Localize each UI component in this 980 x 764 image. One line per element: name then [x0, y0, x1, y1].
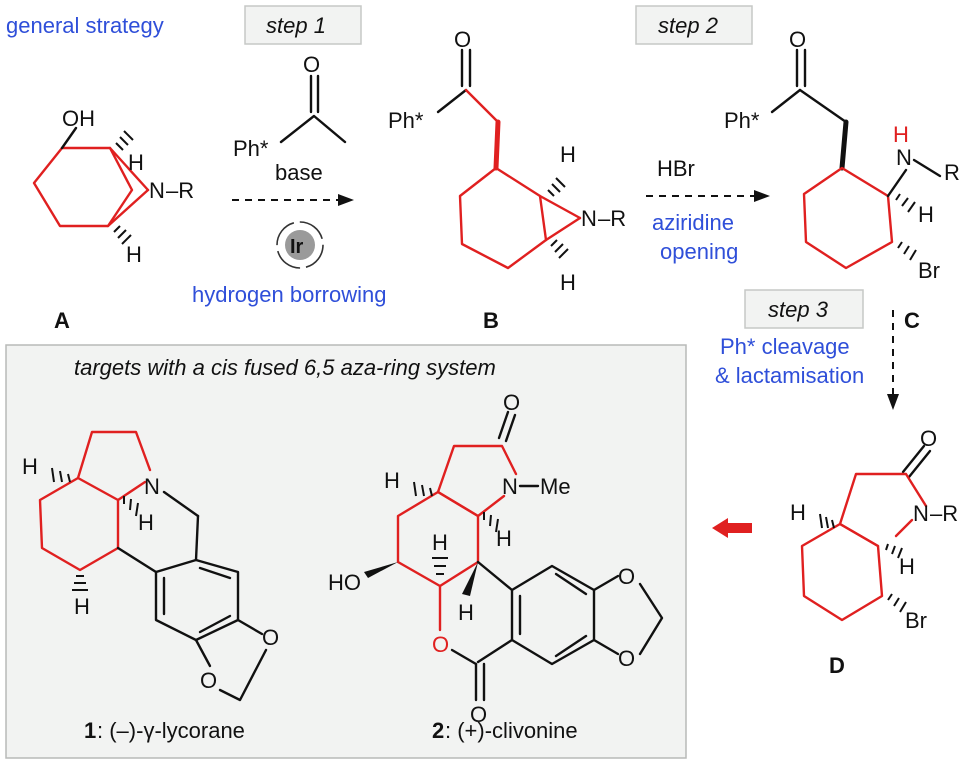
lactamisation-label: & lactamisation — [715, 363, 864, 388]
compound-a: OH H H N –R A — [32, 106, 194, 333]
r-label: R — [944, 160, 960, 185]
targets-box — [5, 344, 687, 759]
o-label: O — [789, 27, 806, 52]
o-label: O — [503, 390, 520, 415]
o-label: O — [920, 426, 937, 451]
target-2-name: : (+)-clivonine — [445, 718, 578, 743]
br-label: Br — [918, 258, 940, 283]
o-label: O — [262, 625, 279, 650]
o-label: O — [618, 646, 635, 671]
o-label: O — [618, 564, 635, 589]
compound-b: O Ph* H H N –R B — [388, 27, 626, 333]
r-label: –R — [598, 206, 626, 231]
o-label: O — [454, 27, 471, 52]
ph-label: Ph* — [233, 136, 269, 161]
nh-h-label: H — [893, 122, 909, 147]
step1-label: step 1 — [266, 13, 326, 38]
h-label: H — [899, 554, 915, 579]
h-label: H — [74, 594, 90, 619]
hbr-label: HBr — [657, 156, 695, 181]
h-label: H — [138, 510, 154, 535]
h-label: H — [432, 530, 448, 555]
oh-label: OH — [62, 106, 95, 131]
compound-d: O N –R H H Br D — [790, 426, 958, 678]
step3-label: step 3 — [768, 297, 829, 322]
n-label: N — [896, 145, 912, 170]
targets-title: targets with a cis fused 6,5 aza-ring sy… — [74, 355, 496, 380]
step1-box — [244, 5, 362, 45]
aziridine-label: aziridine — [652, 210, 734, 235]
h-label: H — [126, 242, 142, 267]
br-label: Br — [905, 608, 927, 633]
ph-label: Ph* — [388, 108, 424, 133]
iridium-catalyst-icon: Ir — [276, 221, 324, 269]
ir-label: Ir — [290, 236, 304, 258]
target-1-structure: N H H H O O 1 : (–)-γ-lycorane — [22, 430, 279, 743]
n-label: N — [581, 206, 597, 231]
compound-label-b: B — [483, 308, 499, 333]
step2-label: step 2 — [658, 13, 718, 38]
red-arrow-icon — [712, 518, 752, 538]
cleavage-label: Ph* cleavage — [720, 334, 850, 359]
n-label: N — [502, 474, 518, 499]
h-label: H — [790, 500, 806, 525]
hydrogen-borrowing-label: hydrogen borrowing — [192, 282, 386, 307]
o-label: O — [432, 632, 449, 657]
general-strategy-label: general strategy — [6, 13, 164, 38]
n-label: N — [913, 501, 929, 526]
h-label: H — [560, 270, 576, 295]
compound-c: O Ph* H N R H Br C — [724, 27, 960, 333]
h-label: H — [918, 202, 934, 227]
ph-label: Ph* — [724, 108, 760, 133]
o-label: O — [303, 52, 320, 77]
o-label: O — [200, 668, 217, 693]
arrowhead — [887, 394, 899, 410]
target-1-number: 1 — [84, 718, 96, 743]
n-label: N — [149, 178, 165, 203]
r-label: –R — [930, 501, 958, 526]
n-label: N — [144, 474, 160, 499]
base-label: base — [275, 160, 323, 185]
arrowhead — [754, 190, 770, 202]
step2-box — [635, 5, 753, 45]
target-2-structure: O N –R Me H H HO H O O H O — [328, 390, 664, 743]
wedge-bond — [364, 562, 398, 578]
h-label: H — [128, 150, 144, 175]
wedge-bond — [462, 562, 478, 596]
o-label: O — [470, 702, 487, 727]
h-label: H — [384, 468, 400, 493]
me-label: Me — [540, 474, 571, 499]
target-1-name: : (–)-γ-lycorane — [97, 718, 245, 743]
step3-box — [744, 289, 864, 329]
h-label: H — [458, 600, 474, 625]
target-2-number: 2 — [432, 718, 444, 743]
compound-label-a: A — [54, 308, 70, 333]
arrowhead — [338, 194, 354, 206]
h-label: H — [496, 526, 512, 551]
ho-label: HO — [328, 570, 361, 595]
r-label: –R — [166, 178, 194, 203]
opening-label: opening — [660, 239, 738, 264]
compound-label-d: D — [829, 653, 845, 678]
h-label: H — [560, 142, 576, 167]
compound-label-c: C — [904, 308, 920, 333]
h-label: H — [22, 454, 38, 479]
ketone-reagent: O Ph* — [233, 52, 347, 161]
